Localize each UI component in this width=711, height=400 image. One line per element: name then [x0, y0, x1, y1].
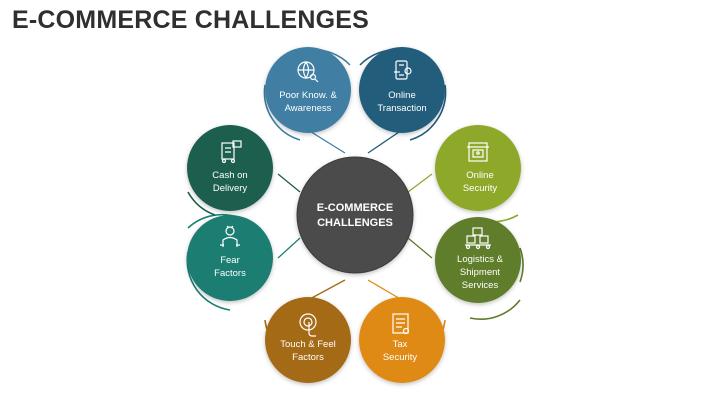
connectors: [277, 129, 433, 301]
mobile-payment-icon: [394, 60, 412, 80]
connector-fear-factors: [277, 237, 301, 259]
node-logistics-line2: Shipment: [460, 267, 500, 278]
slide-title: E-COMMERCE CHALLENGES: [12, 6, 369, 34]
connector-online-security: [407, 173, 433, 193]
center-label-line2: CHALLENGES: [317, 217, 393, 229]
node-poor-knowledge: Poor Know. & Awareness: [265, 47, 351, 133]
node-online-transaction: Online Transaction: [359, 47, 445, 133]
node-touch-feel-line1: Touch & Feel: [280, 339, 335, 350]
conveyor-boxes-icon: [465, 227, 491, 250]
node-cash-on-delivery-line1: Cash on: [212, 170, 247, 181]
node-fear-factors-line1: Fear: [220, 255, 240, 266]
node-poor-knowledge-line1: Poor Know. &: [279, 90, 337, 101]
node-poor-knowledge-line2: Awareness: [285, 103, 332, 114]
node-logistics-line3: Services: [462, 280, 499, 291]
node-logistics: Logistics & Shipment Services: [435, 217, 521, 303]
outer-arcs: [186, 49, 524, 363]
tax-document-icon: [392, 313, 410, 335]
connector-cash-on-delivery: [277, 173, 301, 193]
node-tax-security-line2: Security: [383, 352, 418, 363]
node-online-transaction-line2: Transaction: [377, 103, 426, 114]
secure-storefront-icon: [467, 142, 489, 162]
fearful-person-icon: [220, 225, 240, 247]
node-cash-on-delivery: Cash on Delivery: [187, 125, 273, 211]
node-touch-feel: Touch & Feel Factors: [265, 297, 351, 383]
node-cash-on-delivery-line2: Delivery: [213, 183, 248, 194]
node-tax-security-line1: Tax: [393, 339, 408, 350]
connector-logistics: [407, 237, 433, 259]
node-fear-factors: Fear Factors: [187, 215, 273, 301]
connector-tax-security: [367, 279, 403, 301]
connector-online-transaction: [367, 129, 403, 154]
node-tax-security: Tax Security: [359, 297, 445, 383]
touch-hand-icon: [299, 313, 317, 337]
node-online-security-line2: Security: [463, 183, 498, 194]
node-touch-feel-line2: Factors: [292, 352, 324, 363]
cash-delivery-icon: [221, 140, 242, 164]
connector-poor-knowledge: [307, 129, 346, 154]
center-label-line1: E-COMMERCE: [317, 202, 393, 214]
connector-touch-feel: [307, 279, 346, 301]
node-online-transaction-line1: Online: [388, 90, 415, 101]
node-logistics-line1: Logistics &: [457, 254, 504, 265]
node-online-security: Online Security: [435, 125, 521, 211]
center-node: E-COMMERCE CHALLENGES: [296, 156, 414, 274]
node-online-security-line1: Online: [466, 170, 493, 181]
globe-search-icon: [297, 61, 319, 83]
node-fear-factors-line2: Factors: [214, 268, 246, 279]
